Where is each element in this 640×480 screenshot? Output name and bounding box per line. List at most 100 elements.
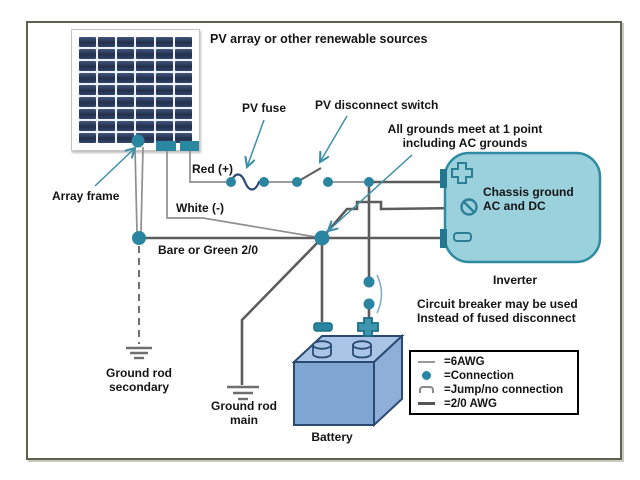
- pv-cell: [136, 121, 154, 131]
- white-wire: [166, 151, 323, 239]
- pv-cell: [117, 37, 135, 47]
- pv-cell: [136, 73, 154, 83]
- pv-cell: [174, 85, 192, 95]
- pv-cell: [117, 49, 135, 59]
- pv-array-label: PV array or other renewable sources: [210, 32, 428, 46]
- inverter-negative-terminal: [440, 229, 447, 248]
- connection-dot: [131, 134, 145, 148]
- legend-row-6awg: =6AWG: [415, 355, 573, 368]
- all-grounds-label: All grounds meet at 1 point including AC…: [387, 122, 543, 150]
- ground-rod-main-wire: [240, 237, 323, 385]
- white-wire-label: White (-): [176, 201, 224, 215]
- frame-ground-wire-1: [134, 146, 138, 234]
- pv-cell: [136, 49, 154, 59]
- pv-cell: [98, 37, 116, 47]
- pv-disconnect-arrow: [320, 115, 348, 162]
- pv-cell: [174, 49, 192, 59]
- pv-cell: [117, 133, 135, 143]
- battery-box: [291, 333, 405, 428]
- inverter-box: [443, 151, 602, 264]
- chassis-ground-wire-jump: [321, 200, 463, 239]
- pv-cell: [155, 133, 173, 143]
- pv-cell: [79, 85, 97, 95]
- connection-dot: [314, 230, 330, 246]
- pv-terminal-positive: [180, 141, 199, 151]
- pv-cell: [98, 85, 116, 95]
- pv-cell: [98, 133, 116, 143]
- pv-cell: [136, 61, 154, 71]
- no-connection-icon: [460, 198, 478, 216]
- pv-cell: [79, 133, 97, 143]
- legend-box: =6AWG =Connection =Jump/no connection =2…: [409, 350, 579, 415]
- pv-cell: [98, 109, 116, 119]
- connection-dot: [226, 177, 236, 187]
- connection-dot-icon: [415, 371, 437, 380]
- pv-cell: [136, 109, 154, 119]
- frame-ground-wire-2: [140, 146, 144, 234]
- pv-cell: [136, 85, 154, 95]
- battery-minus-icon: [313, 322, 333, 332]
- pv-cell: [98, 61, 116, 71]
- bare-green-label: Bare or Green 2/0: [158, 243, 259, 257]
- pv-cell: [174, 121, 192, 131]
- pv-cell: [155, 85, 173, 95]
- diagram-frame: [26, 21, 622, 460]
- pv-cell: [155, 97, 173, 107]
- battery-plus-icon: [357, 317, 379, 337]
- ground-rod-main-label: Ground rod main: [211, 399, 277, 427]
- ground-rod-secondary-label: Ground rod secondary: [106, 366, 172, 394]
- array-frame-arrow: [94, 148, 135, 187]
- plus-icon: [451, 162, 473, 184]
- pv-cell: [79, 97, 97, 107]
- pv-cell: [155, 61, 173, 71]
- connection-dot: [323, 177, 333, 187]
- connection-dot: [364, 177, 374, 187]
- legend-row-connection: =Connection: [415, 369, 573, 382]
- pv-cell: [136, 133, 154, 143]
- pv-cell: [117, 121, 135, 131]
- ground-symbol-main: [227, 385, 259, 401]
- pv-cell: [136, 97, 154, 107]
- connection-dot: [292, 177, 302, 187]
- fuse-icon: [229, 173, 264, 191]
- legend-row-2-0awg: =2/0 AWG: [415, 397, 573, 410]
- pv-cell: [155, 37, 173, 47]
- breaker-arc-icon: [376, 274, 383, 314]
- connection-dot: [132, 231, 146, 245]
- red-wire-segment: [189, 151, 229, 183]
- pv-cell: [98, 97, 116, 107]
- pv-cell: [174, 37, 192, 47]
- pv-cell: [117, 61, 135, 71]
- pv-cell: [136, 37, 154, 47]
- legend-row-jump: =Jump/no connection: [415, 383, 573, 396]
- pv-cell: [155, 109, 173, 119]
- pv-cell: [117, 85, 135, 95]
- pv-cell: [174, 133, 192, 143]
- battery-label: Battery: [311, 430, 353, 444]
- pv-cell: [155, 121, 173, 131]
- pv-terminal-negative: [156, 141, 176, 151]
- pv-cell-grid: [79, 37, 192, 143]
- pv-cell: [117, 97, 135, 107]
- connection-dots: [131, 134, 375, 310]
- all-grounds-arrow: [328, 154, 413, 231]
- inverter-positive-terminal: [440, 169, 447, 188]
- thin-line-icon: [415, 360, 437, 363]
- pv-cell: [174, 61, 192, 71]
- connection-dot: [363, 298, 375, 310]
- pv-cell: [79, 61, 97, 71]
- pv-cell: [98, 49, 116, 59]
- inverter-label: Inverter: [492, 273, 538, 287]
- red-wire-label: Red (+): [192, 162, 234, 176]
- pv-fuse-arrow: [247, 119, 265, 167]
- pv-cell: [79, 121, 97, 131]
- pv-cell: [155, 49, 173, 59]
- connection-dot: [259, 177, 269, 187]
- pv-cell: [174, 97, 192, 107]
- pv-cell: [79, 49, 97, 59]
- pv-cell: [98, 121, 116, 131]
- array-frame-label: Array frame: [52, 189, 120, 203]
- breaker-note-label: Circuit breaker may be used Instead of f…: [417, 297, 578, 325]
